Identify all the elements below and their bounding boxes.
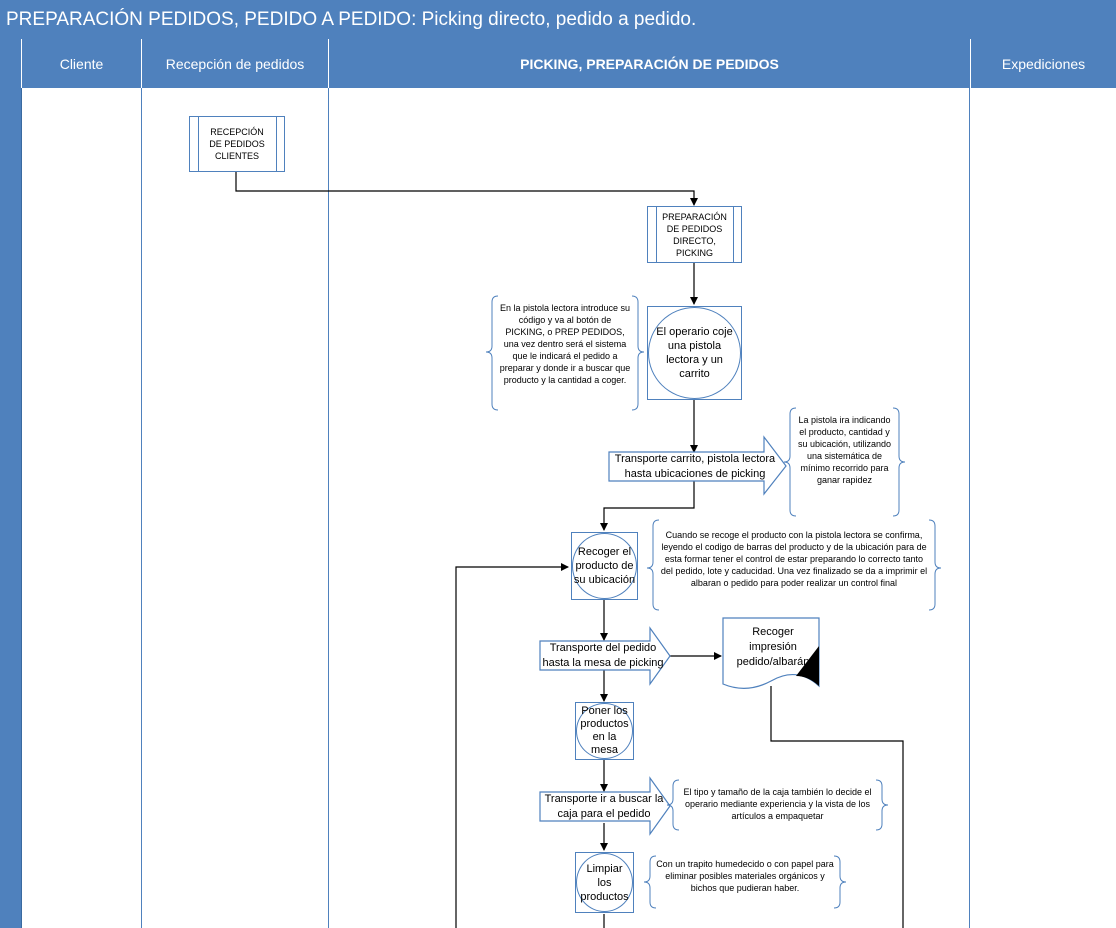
block-arrow-transporte-carrito — [608, 435, 787, 496]
connector-recepcion-preparacion — [235, 172, 698, 206]
operation-recoger-producto: Recoger el producto de su ubicación — [571, 532, 638, 600]
node-label-preparacion: PREPARACIÓN DE PEDIDOS DIRECTO, PICKING — [662, 211, 727, 258]
brace-right — [833, 855, 847, 909]
process-box-recepcion: RECEPCIÓN DE PEDIDOS CLIENTES — [189, 116, 285, 172]
operation-poner-productos: Poner los productos en la mesa — [575, 702, 634, 760]
block-arrow-transporte-pedido — [539, 626, 671, 686]
node-label-recepcion: RECEPCIÓN DE PEDIDOS CLIENTES — [209, 127, 265, 161]
node-label-transporte-caja: Transporte ir a buscar la caja para el p… — [544, 793, 664, 820]
note-pistola: En la pistola lectora introduce su códig… — [499, 303, 631, 385]
process-box-preparacion: PREPARACIÓN DE PEDIDOS DIRECTO, PICKING — [647, 206, 742, 263]
block-arrow-transporte-caja — [539, 776, 671, 836]
connector-transporte-recoger — [600, 481, 695, 531]
note-indicando: La pistola ira indicando el producto, ca… — [797, 415, 892, 485]
connector-loop-return — [455, 563, 569, 928]
box-inner-line — [733, 207, 734, 262]
lane-header-picking: PICKING, PREPARACIÓN DE PEDIDOS — [328, 39, 970, 88]
brace-left — [485, 295, 499, 411]
box-inner-line — [198, 117, 199, 171]
brace-right — [631, 295, 645, 411]
node-label-operario: El operario coje una pistola lectora y u… — [656, 326, 733, 380]
brace-right — [928, 519, 942, 611]
operation-circle — [576, 853, 633, 912]
diagram-title: PREPARACIÓN PEDIDOS, PEDIDO A PEDIDO: Pi… — [0, 0, 1116, 39]
lane-divider — [328, 88, 329, 928]
operation-operario: El operario coje una pistola lectora y u… — [647, 306, 742, 400]
note-confirma: Cuando se recoge el producto con la pist… — [660, 530, 928, 588]
brace-left — [646, 519, 660, 611]
lane-divider — [141, 88, 142, 928]
operation-limpiar: Limpiar los productos — [575, 852, 634, 913]
brace-right — [875, 779, 889, 831]
brace-left — [666, 779, 680, 831]
lane-divider — [969, 88, 970, 928]
node-label-impresion: Recoger impresión pedido/albarán — [736, 626, 810, 668]
brace-left — [643, 855, 657, 909]
lane-header-cliente: Cliente — [21, 39, 141, 88]
operation-circle — [572, 533, 637, 599]
operation-circle — [648, 307, 741, 399]
node-label-limpiar: Limpiar los productos — [580, 862, 629, 903]
pool-rail — [0, 39, 22, 928]
operation-circle — [576, 703, 633, 759]
document-fold-corner — [796, 646, 819, 686]
node-label-poner-productos: Poner los productos en la mesa — [580, 705, 629, 756]
lane-header-recepcion: Recepción de pedidos — [141, 39, 328, 88]
note-trapito: Con un trapito humedecido o con papel pa… — [656, 859, 834, 893]
note-caja: El tipo y tamaño de la caja también lo d… — [683, 787, 872, 821]
document-shape-impresion — [722, 617, 820, 689]
box-inner-line — [276, 117, 277, 171]
brace-left — [783, 407, 797, 517]
node-label-transporte-carrito: Transporte carrito, pistola lectora hast… — [614, 453, 776, 480]
connector-impresion-expediciones — [770, 686, 904, 928]
lane-header-expediciones: Expediciones — [970, 39, 1116, 88]
node-label-transporte-pedido: Transporte del pedido hasta la mesa de p… — [542, 642, 664, 669]
brace-right — [892, 407, 906, 517]
node-label-recoger-producto: Recoger el producto de su ubicación — [573, 546, 636, 586]
box-inner-line — [656, 207, 657, 262]
